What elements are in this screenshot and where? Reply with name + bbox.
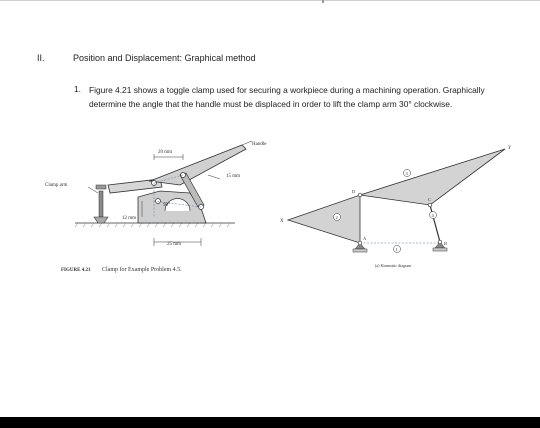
point-x-label: X xyxy=(280,219,284,224)
label-12mm: 12 mm xyxy=(122,216,136,221)
point-y-label: Y xyxy=(508,146,512,151)
link-4-line xyxy=(429,204,441,243)
section-number: II. xyxy=(37,53,45,63)
clamp-arm-leader xyxy=(87,186,99,194)
label-clamp-arm: Clamp arm xyxy=(45,183,67,188)
top-mark xyxy=(322,0,324,3)
point-d-label: D xyxy=(352,189,356,194)
link-3-number: 3 xyxy=(406,171,409,176)
problem-text: Figure 4.21 shows a toggle clamp used fo… xyxy=(89,85,485,109)
dim-15-leader xyxy=(207,174,221,180)
point-b-label: B xyxy=(444,241,447,246)
figure-4-21: Clamp arm 20 mm Handle 15 mm 90° 12 mm 2… xyxy=(30,135,530,285)
figure-svg: Clamp arm 20 mm Handle 15 mm 90° 12 mm 2… xyxy=(45,140,512,273)
section-title: Position and Displacement: Graphical met… xyxy=(73,53,256,63)
label-handle: Handle xyxy=(252,142,267,147)
handle-leader xyxy=(241,140,253,146)
label-20mm: 20 mm xyxy=(158,150,172,155)
kinematic-caption: (a) Kinematic diagram xyxy=(375,263,412,268)
label-90deg: 90° xyxy=(163,203,170,208)
link-2-number: 2 xyxy=(336,215,338,220)
ground-pivot-b xyxy=(432,239,448,252)
ground-pivot-a xyxy=(352,240,368,253)
kinematic-diagram xyxy=(286,148,506,253)
link-1-number: 1 xyxy=(396,247,398,252)
link-4-number: 4 xyxy=(432,213,435,218)
point-c-label: C xyxy=(428,197,431,202)
label-15mm: 15 mm xyxy=(226,174,240,179)
toggle-clamp-drawing xyxy=(74,140,253,246)
point-a-label: A xyxy=(363,236,367,241)
link-2-shape xyxy=(286,194,361,244)
problem-number: 1. xyxy=(74,84,81,94)
caption-prefix: FIGURE 4.21 xyxy=(61,268,91,273)
caption-text: Clamp for Example Problem 4.5. xyxy=(102,266,182,273)
link-3-shape xyxy=(359,148,506,206)
top-rule xyxy=(0,0,540,1)
bottom-black-bar xyxy=(0,417,540,428)
label-25mm: 25 mm xyxy=(167,242,181,247)
base-hatch xyxy=(74,222,235,228)
